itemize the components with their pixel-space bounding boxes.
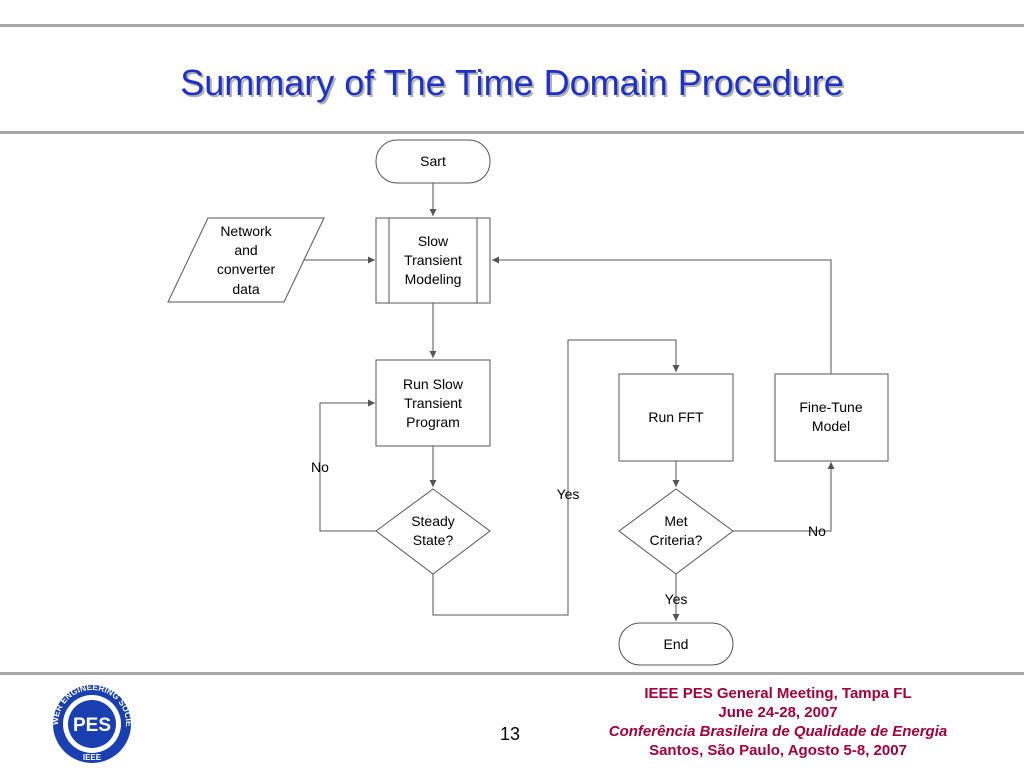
- fft-label: Run FFT: [648, 409, 704, 425]
- input-line-1: Network: [220, 223, 272, 239]
- start-label: Sart: [420, 153, 446, 169]
- footer-line-3: Conferência Brasileira de Qualidade de E…: [608, 723, 948, 740]
- page-number: 13: [499, 724, 521, 744]
- modeling-line-2: Transient: [404, 252, 462, 268]
- steady-line-1: Steady: [411, 513, 455, 529]
- connector-finetune-to-modeling: [492, 256, 832, 374]
- end-terminator: End: [618, 622, 734, 666]
- steady-state-decision: Steady State?: [375, 488, 491, 575]
- criteria-line-1: Met: [664, 513, 687, 529]
- connector-criteria-no-to-finetune: [733, 462, 835, 532]
- connector-steady-no-loop: [319, 399, 376, 532]
- logo-ring-bottom: IEEE: [83, 753, 102, 762]
- program-line-1: Run Slow: [403, 376, 464, 392]
- connector-steady-yes-to-fft: [432, 339, 680, 616]
- footer-line-2: June 24-28, 2007: [718, 704, 838, 721]
- input-line-4: data: [232, 281, 259, 297]
- footer-event-info: IEEE PES General Meeting, Tampa FL June …: [560, 684, 996, 760]
- start-terminator: Sart: [375, 139, 491, 184]
- steady-line-2: State?: [413, 532, 454, 548]
- slow-transient-modeling-process: Slow Transient Modeling: [375, 217, 491, 304]
- logo-center-text: PES: [73, 715, 111, 736]
- modeling-line-3: Modeling: [405, 271, 462, 287]
- footer-rule: [0, 672, 1024, 675]
- footer-line-4: Santos, São Paulo, Agosto 5-8, 2007: [649, 742, 907, 759]
- run-program-process: Run Slow Transient Program: [375, 359, 491, 447]
- program-line-2: Transient: [404, 395, 462, 411]
- program-line-3: Program: [406, 414, 460, 430]
- modeling-line-1: Slow: [418, 233, 449, 249]
- met-criteria-decision: Met Criteria?: [618, 488, 734, 575]
- footer-line-1: IEEE PES General Meeting, Tampa FL: [644, 685, 912, 702]
- label-yes-steady: Yes: [557, 486, 580, 502]
- end-label: End: [664, 636, 689, 652]
- top-rule: [0, 24, 1024, 27]
- finetune-line-1: Fine-Tune: [799, 399, 863, 415]
- input-line-3: converter: [217, 261, 276, 277]
- pes-logo: POWER ENGINEERING SOCIETY IEEE PES: [44, 680, 134, 763]
- criteria-line-2: Criteria?: [650, 532, 703, 548]
- run-fft-process: Run FFT: [618, 373, 734, 462]
- finetune-line-2: Model: [812, 418, 850, 434]
- input-data-parallelogram: Network and converter data: [167, 217, 325, 303]
- label-no-steady: No: [311, 459, 329, 475]
- slide-title: Summary of The Time Domain Procedure: [180, 62, 844, 103]
- flowchart: Sart Network and converter data Slow Tra…: [167, 139, 889, 666]
- fine-tune-model-process: Fine-Tune Model: [774, 373, 889, 462]
- label-yes-criteria: Yes: [665, 591, 688, 607]
- title-rule: [0, 131, 1024, 134]
- input-line-2: and: [234, 242, 257, 258]
- label-no-criteria: No: [808, 523, 826, 539]
